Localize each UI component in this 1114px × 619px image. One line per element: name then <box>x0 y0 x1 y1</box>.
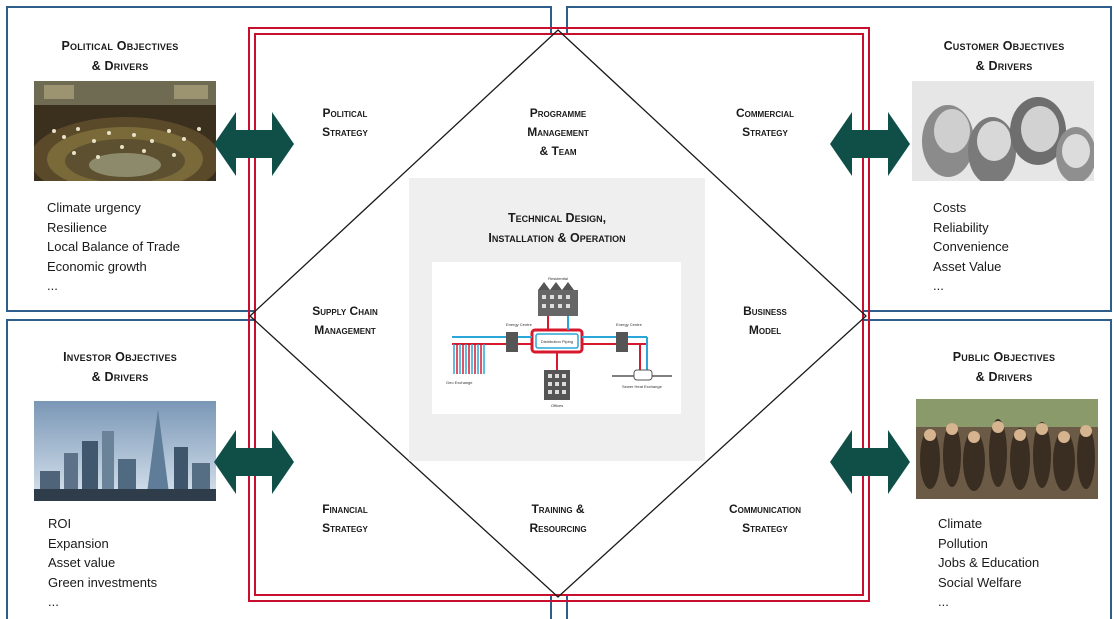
list-item: Green investments <box>48 574 158 590</box>
parliament-chamber-photo <box>34 81 216 181</box>
family-photo <box>912 81 1094 181</box>
customer-heading: Customer Objectives & Drivers <box>943 39 1065 73</box>
list-item: Jobs & Education <box>938 555 1040 570</box>
political-heading: Political Objectives & Drivers <box>61 39 179 73</box>
list-item: Expansion <box>48 535 109 551</box>
political-double-arrow-icon <box>214 112 294 176</box>
energy-centre-left-text: Energy Centre <box>506 322 533 327</box>
residential-text: Residential <box>548 276 568 281</box>
list-item: Asset value <box>48 555 116 570</box>
list-item: ... <box>48 594 59 609</box>
list-item: Climate <box>938 516 983 531</box>
geo-exchange-text: Geo Exchange <box>446 380 473 385</box>
public-drivers-list: Climate Pollution Jobs & Education Socia… <box>938 514 1039 612</box>
list-item: Climate urgency <box>47 200 141 215</box>
list-item: Reliability <box>933 219 989 235</box>
list-item: Economic growth <box>47 258 147 274</box>
energy-centre-right-text: Energy Centre <box>616 322 643 327</box>
training-resourcing-label: Training &Resourcing <box>529 502 587 535</box>
list-item: Pollution <box>938 535 988 551</box>
list-item: Asset Value <box>933 258 1002 274</box>
district-energy-schematic: Residential Distribution Piping Energy C… <box>432 262 681 414</box>
list-item: Costs <box>933 200 967 215</box>
technical-design-title: Technical Design,Installation & Operatio… <box>488 211 626 245</box>
list-item: ROI <box>48 516 72 531</box>
public-double-arrow-icon <box>830 430 910 494</box>
public-heading: Public Objectives & Drivers <box>952 350 1056 384</box>
investor-double-arrow-icon <box>214 430 294 494</box>
distribution-text: Distribution Piping <box>541 339 573 344</box>
central-frame-inner <box>254 33 864 596</box>
sewer-text: Sewer Heat Exchange <box>622 384 663 389</box>
customer-double-arrow-icon <box>830 112 910 176</box>
list-item: Local Balance of Trade <box>47 239 180 254</box>
list-item: ... <box>47 278 58 293</box>
customer-drivers-list: Costs Reliability Convenience Asset Valu… <box>933 198 1009 296</box>
crowd-photo <box>916 399 1098 499</box>
investor-heading: Investor Objectives & Drivers <box>63 350 177 384</box>
investor-drivers-list: ROI Expansion Asset value Green investme… <box>48 514 157 612</box>
city-skyline-photo <box>34 401 216 501</box>
list-item: ... <box>933 278 944 293</box>
list-item: Resilience <box>47 219 107 235</box>
offices-text: Offices <box>551 403 563 408</box>
central-frame-outer <box>248 27 870 602</box>
political-drivers-list: Climate urgency Resilience Local Balance… <box>47 198 180 296</box>
list-item: ... <box>938 594 949 609</box>
list-item: Social Welfare <box>938 574 1022 590</box>
list-item: Convenience <box>933 239 1009 254</box>
residential-building-icon <box>538 282 578 316</box>
